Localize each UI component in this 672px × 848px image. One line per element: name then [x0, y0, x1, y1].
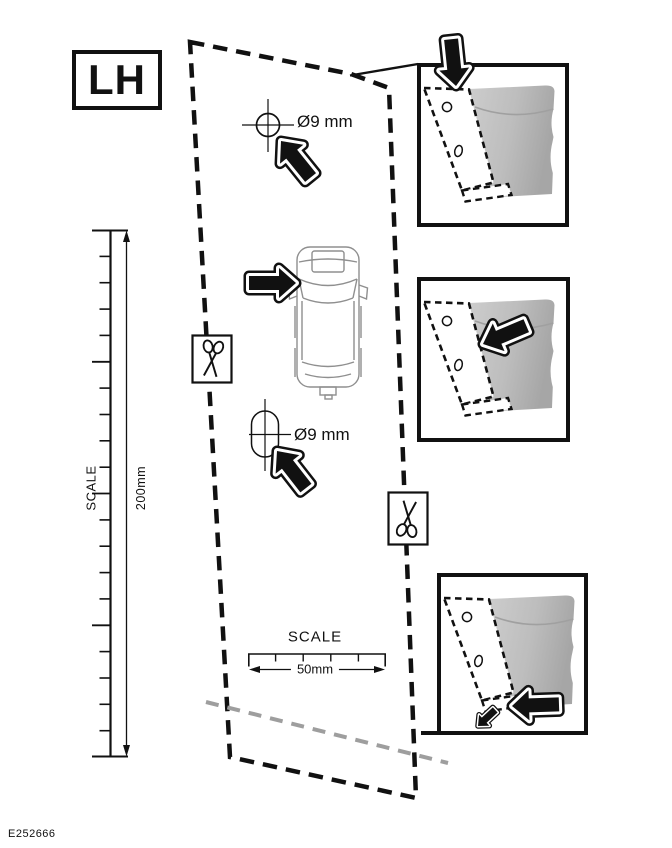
car-top-view-icon	[287, 246, 369, 400]
arrow-car-side	[249, 268, 296, 298]
inset-step-2	[417, 277, 570, 442]
inset-step-3	[421, 573, 588, 735]
obround-crosshair-icon	[249, 399, 291, 471]
bottom-hole-diameter-label: Ø9 mm	[294, 425, 350, 444]
side-indicator-box: LH	[72, 50, 162, 110]
gray-cut-line	[205, 700, 449, 765]
side-indicator-label: LH	[88, 56, 146, 103]
arrow-top-hole	[269, 132, 322, 187]
horizontal-scale-label: SCALE	[287, 628, 343, 646]
vertical-scale-value: 200mm	[134, 465, 148, 511]
arrow-bottom-hole	[265, 442, 318, 498]
block-arrow-icon	[511, 689, 559, 721]
leader-line-top-inset	[349, 62, 419, 77]
horizontal-scale-value: 50mm	[290, 661, 340, 677]
top-hole-diameter-label: Ø9 mm	[297, 112, 353, 131]
dimension-arrow-200mm	[123, 230, 130, 757]
vertical-scale-ruler	[92, 229, 130, 758]
cut-marker-left	[191, 334, 233, 384]
crosshair-icon	[242, 99, 294, 152]
figure-code: E252666	[8, 828, 56, 840]
template-outline	[187, 39, 419, 801]
cut-marker-right	[387, 491, 429, 546]
inset-step-1	[417, 38, 569, 227]
vertical-scale-label: SCALE	[83, 465, 99, 511]
